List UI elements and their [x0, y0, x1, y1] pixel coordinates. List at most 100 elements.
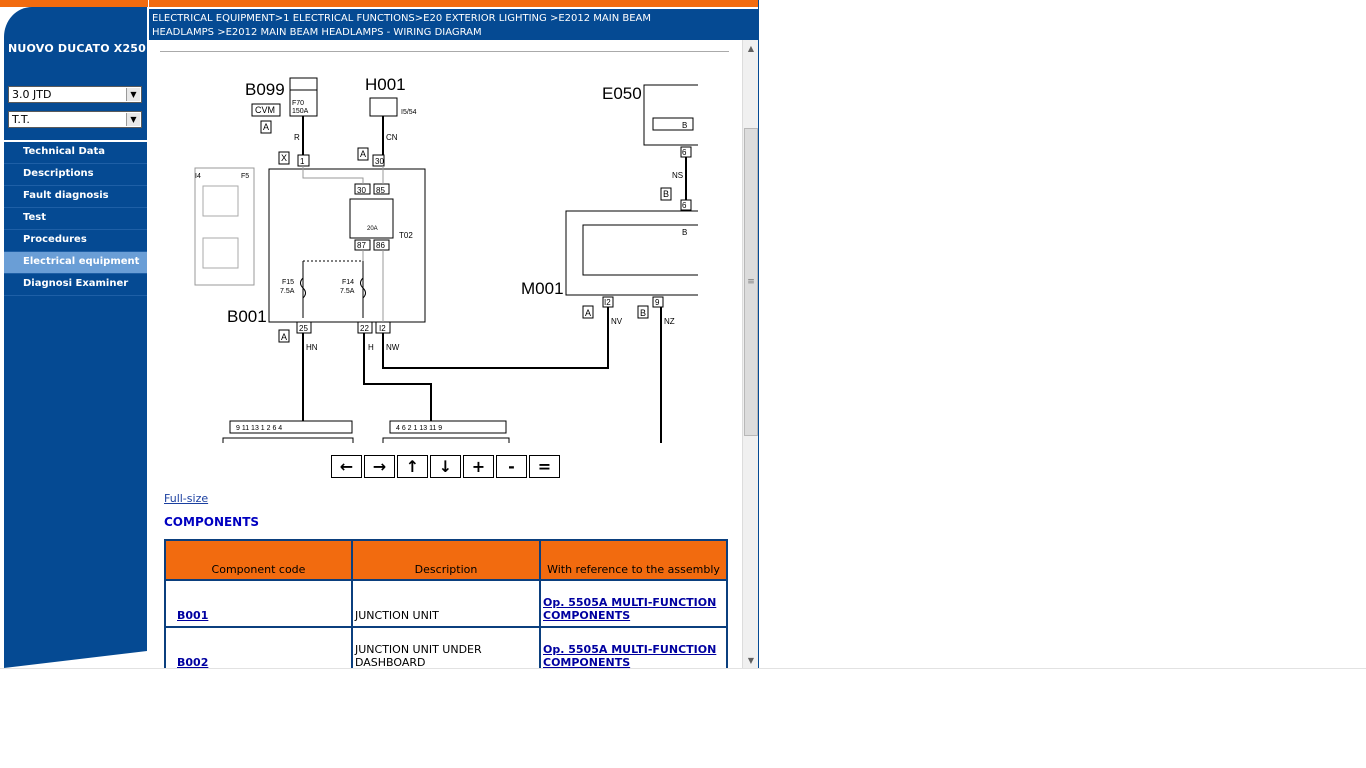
sidebar-menu: Technical Data Descriptions Fault diagno…: [4, 142, 147, 648]
scroll-thumb[interactable]: ≡: [744, 128, 758, 436]
vertical-scrollbar[interactable]: ▲ ≡ ▼: [742, 40, 759, 668]
component-code-link[interactable]: B001: [177, 609, 209, 622]
label-hn: HN: [306, 343, 318, 352]
b001-junction-unit: [268, 168, 426, 323]
reference-link[interactable]: Op. 5505A MULTI-FUNCTION COMPONENTS: [543, 596, 717, 622]
sidebar-item-descriptions[interactable]: Descriptions: [4, 164, 147, 186]
label-f14: F14: [342, 279, 354, 286]
label-a1: A: [263, 122, 269, 132]
fuse-f15: [300, 277, 306, 299]
label-9-m: 9: [655, 298, 660, 307]
model-title: NUOVO DUCATO X250: [8, 42, 147, 55]
frame-right-border: [758, 0, 759, 668]
sidebar-item-test[interactable]: Test: [4, 208, 147, 230]
label-x: X: [281, 153, 287, 163]
component-code-link[interactable]: B002: [177, 656, 209, 668]
left-pane: NUOVO DUCATO X250 3.0 JTD ▼ T.T. ▼ Techn…: [0, 0, 148, 668]
label-pin30b: 30: [357, 186, 366, 195]
label-pin22: 22: [360, 324, 369, 333]
body-select[interactable]: T.T. ▼: [8, 111, 142, 128]
label-t02: T02: [399, 231, 413, 240]
label-pin87: 87: [357, 241, 366, 250]
sidebar-item-electrical-equipment[interactable]: Electrical equipment: [4, 252, 147, 274]
cell-description: JUNCTION UNIT: [351, 579, 541, 628]
label-b3: B: [640, 308, 646, 318]
sidebar-item-technical-data[interactable]: Technical Data: [4, 142, 147, 164]
pan-up-button[interactable]: ↑: [397, 455, 428, 478]
label-h: H: [368, 343, 374, 352]
scroll-down-arrow-icon[interactable]: ▼: [747, 655, 755, 665]
sidebar-item-procedures[interactable]: Procedures: [4, 230, 147, 252]
fuse-module-sketch: [194, 167, 255, 286]
label-b099: B099: [245, 80, 285, 99]
chevron-down-icon[interactable]: ▼: [126, 88, 140, 101]
breadcrumb-line-2: HEADLAMPS >E2012 MAIN BEAM HEADLAMPS - W…: [152, 27, 482, 38]
label-pin86: 86: [376, 241, 385, 250]
column-header-component-code: Component code: [164, 539, 353, 581]
left-top-stripe: [0, 0, 148, 7]
sidebar-item-fault-diagnosis[interactable]: Fault diagnosis: [4, 186, 147, 208]
label-e050: E050: [602, 84, 642, 103]
zoom-out-button[interactable]: -: [496, 455, 527, 478]
label-f5: F5: [241, 173, 249, 180]
label-ns: NS: [672, 171, 683, 180]
m001-unit: [565, 210, 698, 296]
column-header-description: Description: [351, 539, 541, 581]
engine-select[interactable]: 3.0 JTD ▼: [8, 86, 142, 103]
label-f15-amp: 7.5A: [280, 288, 295, 295]
t02-relay: [349, 198, 394, 239]
breadcrumb: ELECTRICAL EQUIPMENT>1 ELECTRICAL FUNCTI…: [149, 9, 759, 40]
label-pin12: I2: [379, 324, 386, 333]
label-f14-amp: 7.5A: [340, 288, 355, 295]
cell-reference: Op. 5505A MULTI-FUNCTION COMPONENTS: [539, 626, 728, 669]
scroll-up-arrow-icon[interactable]: ▲: [747, 43, 755, 53]
table-row: B001 JUNCTION UNIT Op. 5505A MULTI-FUNCT…: [164, 579, 728, 628]
label-a2: A: [360, 149, 366, 159]
label-pin85: 85: [376, 186, 385, 195]
e050-unit: [643, 84, 698, 146]
label-relay-amp: 20A: [367, 226, 378, 232]
label-conn2-pins: 4 6 2 1 13 11 9: [396, 425, 442, 432]
label-b001: B001: [227, 307, 267, 326]
label-conn1-pins: 9 11 13 1 2 6 4: [236, 425, 282, 432]
label-nv: NV: [611, 317, 623, 326]
label-i4: I4: [195, 173, 201, 180]
label-i554: I5/54: [401, 109, 417, 116]
label-cn: CN: [386, 133, 398, 142]
sidebar-item-diagnosi-examiner[interactable]: Diagnosi Examiner: [4, 274, 147, 296]
cell-description: JUNCTION UNIT UNDER DASHBOARD: [351, 626, 541, 668]
divider: [160, 51, 729, 52]
label-cvm: CVM: [255, 105, 275, 115]
cell-component-code: B001: [164, 579, 353, 628]
pan-right-button[interactable]: →: [364, 455, 395, 478]
label-b-box: B: [663, 189, 669, 199]
zoom-reset-button[interactable]: =: [529, 455, 560, 478]
label-a4: A: [281, 332, 287, 342]
label-pin6b: 6: [682, 201, 687, 210]
full-size-link[interactable]: Full-size: [164, 492, 209, 505]
pan-left-button[interactable]: ←: [331, 455, 362, 478]
label-nz: NZ: [664, 317, 675, 326]
components-heading: COMPONENTS: [164, 515, 260, 529]
label-e050-b: B: [682, 121, 687, 130]
components-table: Component code Description With referenc…: [164, 539, 728, 668]
body-select-value: T.T.: [12, 113, 30, 126]
content-area: B099 CVM A R X F70 150A H001 I5/54 A CN …: [149, 40, 742, 668]
label-r: R: [294, 133, 300, 142]
label-nw: NW: [386, 343, 400, 352]
column-header-reference: With reference to the assembly: [539, 539, 728, 581]
table-row: B002 JUNCTION UNIT UNDER DASHBOARD Op. 5…: [164, 626, 728, 669]
vehicle-selector-panel: NUOVO DUCATO X250 3.0 JTD ▼ T.T. ▼: [4, 40, 147, 140]
label-f15: F15: [282, 279, 294, 286]
frame-bottom-border: [0, 668, 1366, 669]
cell-reference: Op. 5505A MULTI-FUNCTION COMPONENTS: [539, 579, 728, 628]
label-pin1: 1: [300, 157, 305, 166]
pan-down-button[interactable]: ↓: [430, 455, 461, 478]
label-pin6: 6: [682, 148, 687, 157]
wiring-diagram: B099 CVM A R X F70 150A H001 I5/54 A CN …: [194, 75, 698, 443]
chevron-down-icon[interactable]: ▼: [126, 113, 140, 126]
reference-link[interactable]: Op. 5505A MULTI-FUNCTION COMPONENTS: [543, 643, 717, 669]
engine-select-value: 3.0 JTD: [12, 88, 52, 101]
zoom-in-button[interactable]: +: [463, 455, 494, 478]
